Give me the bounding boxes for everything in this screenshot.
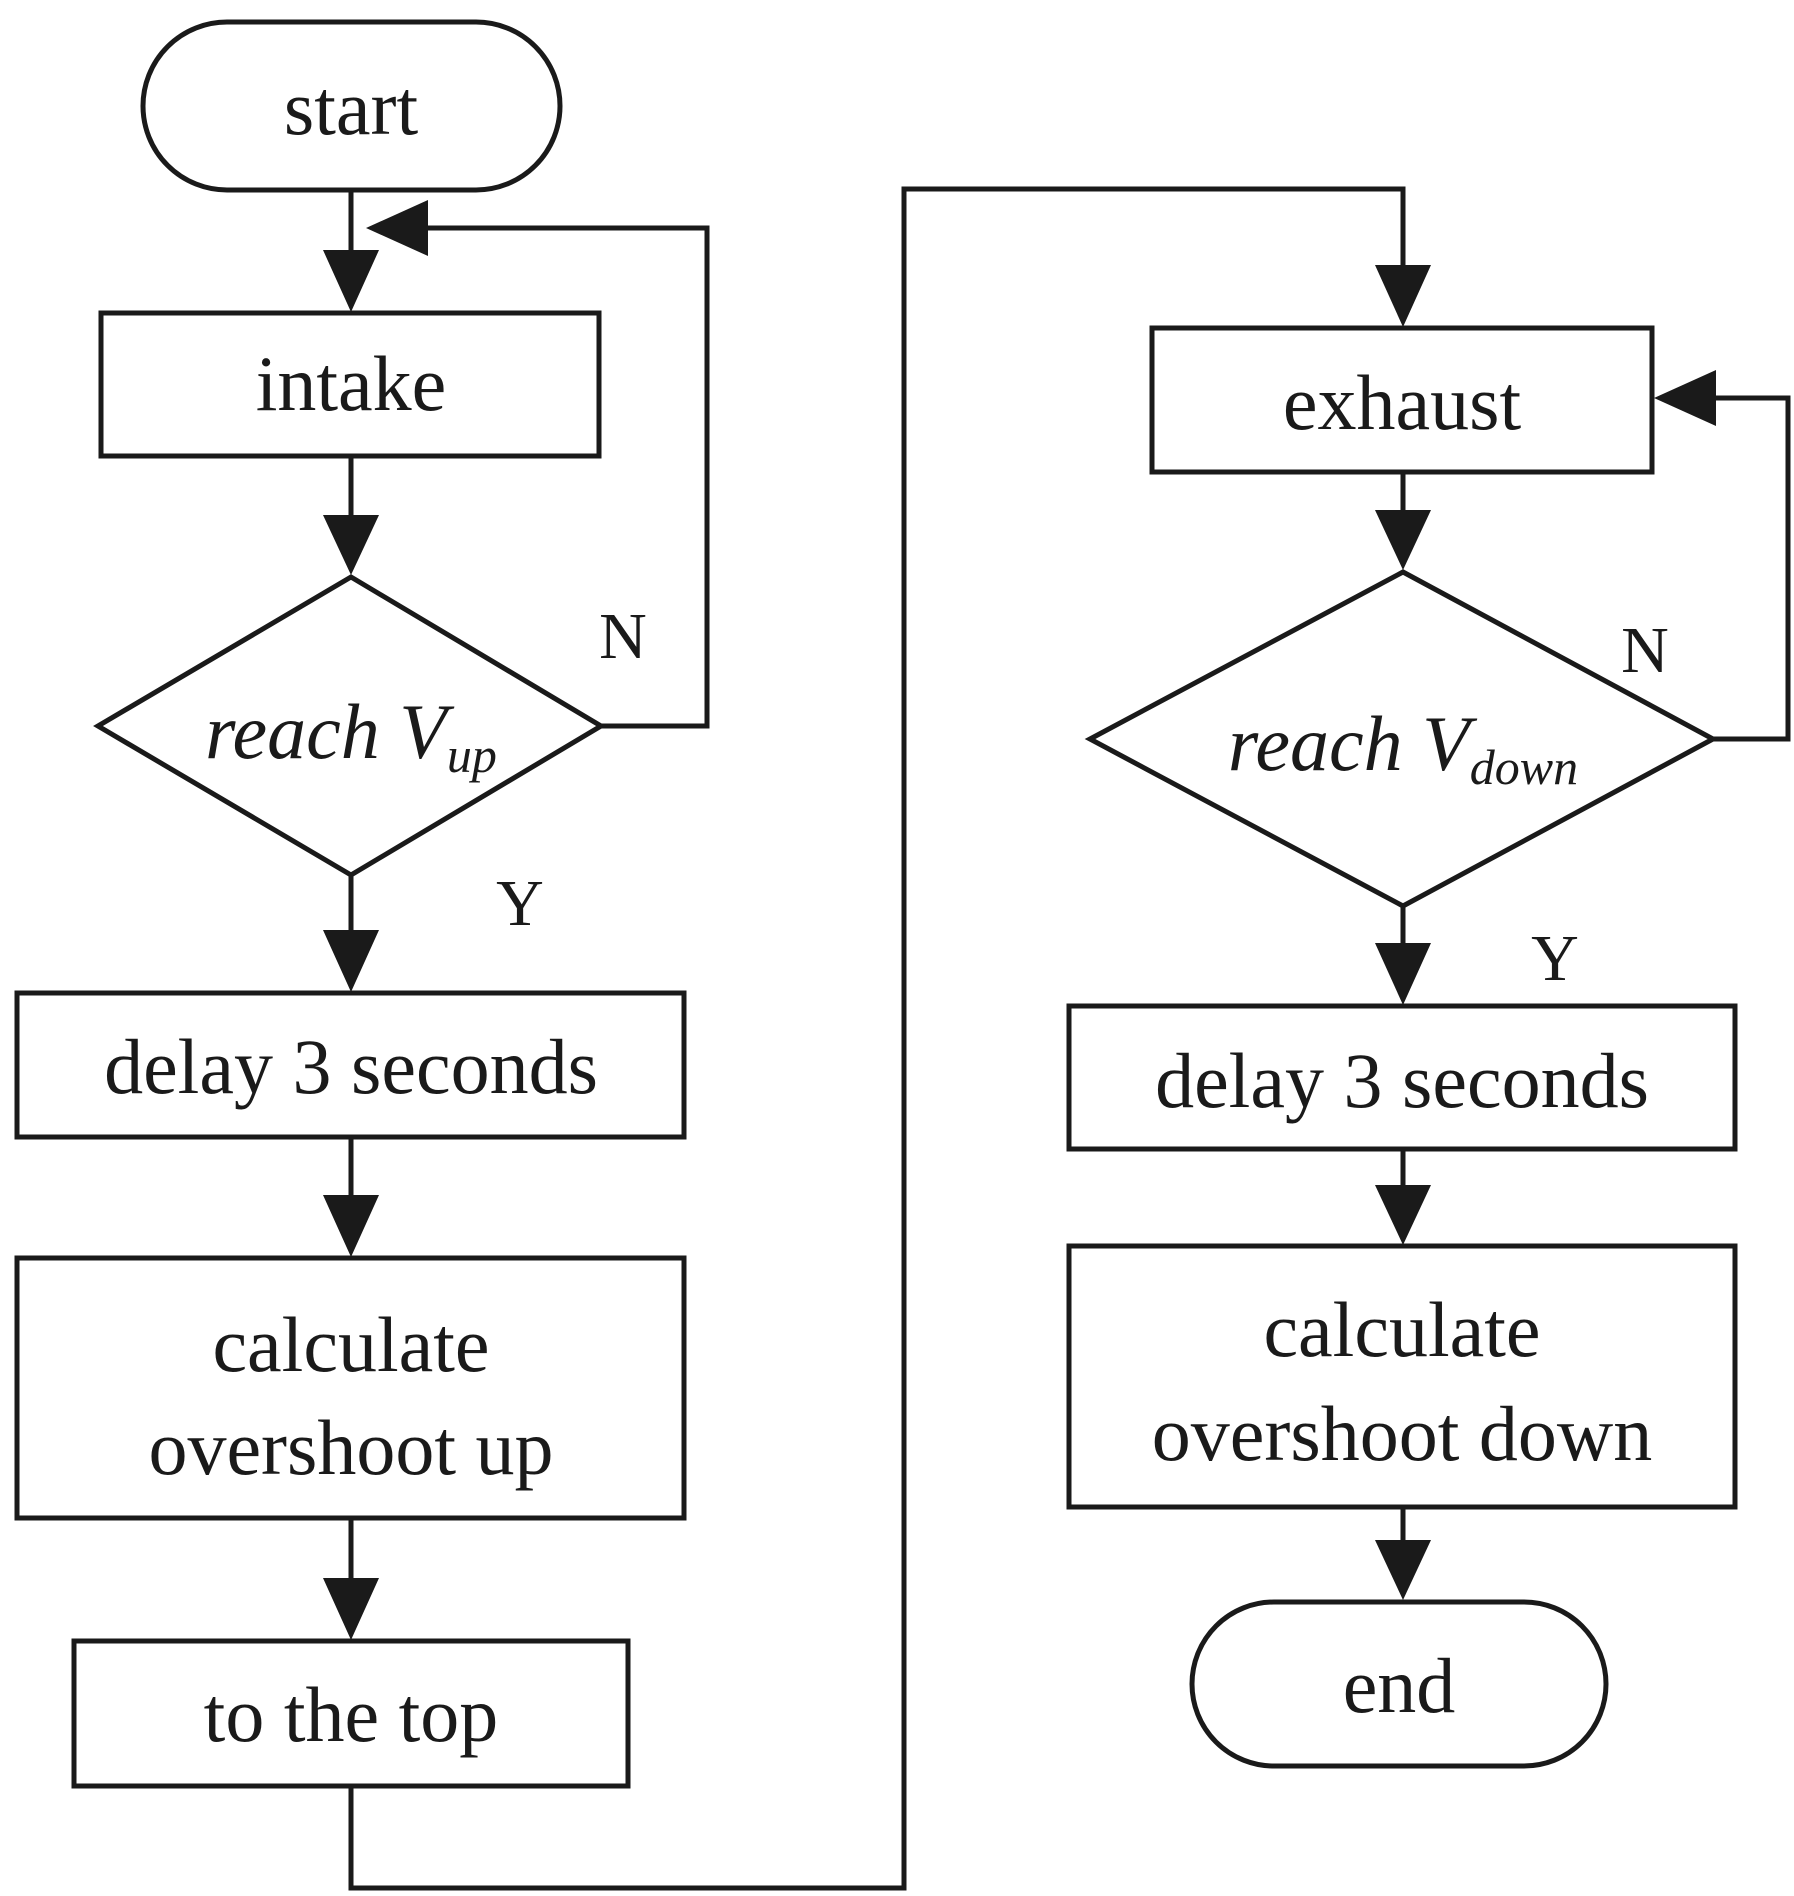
- loop-connector-no-up: [420, 225, 710, 729]
- arrowhead-decision-down: [1375, 510, 1431, 570]
- arrowhead-to-top: [323, 1578, 379, 1640]
- calc-down-label-line2: overshoot down: [1152, 1390, 1652, 1477]
- arrowhead-exhaust: [1375, 265, 1431, 327]
- to-top-label: to the top: [204, 1671, 499, 1758]
- start-label: start: [284, 64, 419, 151]
- arrowhead-calc-down: [1375, 1185, 1431, 1245]
- arrowhead-delay-right: [1375, 943, 1431, 1005]
- calc-down-label-line1: calculate: [1263, 1286, 1540, 1373]
- arrowhead-intake: [323, 250, 379, 312]
- intake-label: intake: [256, 340, 447, 427]
- exhaust-label: exhaust: [1283, 359, 1522, 446]
- calc-up-label-line1: calculate: [212, 1301, 489, 1388]
- delay-left-label: delay 3 seconds: [104, 1023, 598, 1110]
- branch-yes-up: Y: [496, 867, 544, 940]
- arrowhead-loop-up: [366, 200, 428, 256]
- branch-no-down: N: [1621, 614, 1669, 687]
- end-terminal: [1189, 1599, 1609, 1769]
- delay-left-box: [14, 990, 687, 1140]
- decision-reach-vdown-label: reach Vdown: [1228, 700, 1578, 795]
- delay-right-box: [1066, 1003, 1738, 1152]
- branch-no-up: N: [599, 600, 647, 673]
- to-top-box: [71, 1638, 631, 1789]
- intake-box: [98, 310, 602, 459]
- decision-reach-vup-label: reach Vup: [205, 688, 497, 783]
- arrowhead-calc-up: [323, 1195, 379, 1257]
- loop-connector-no-down: [1713, 395, 1791, 742]
- exhaust-box: [1149, 325, 1655, 475]
- branch-yes-down: Y: [1531, 922, 1579, 995]
- connector-to-top-exhaust: [348, 186, 1406, 1891]
- calc-down-box: [1066, 1243, 1738, 1510]
- arrowhead-end: [1375, 1540, 1431, 1600]
- arrowhead-decision-up: [323, 515, 379, 575]
- end-label: end: [1343, 1642, 1456, 1729]
- arrowhead-loop-down: [1654, 370, 1716, 426]
- calc-up-label-line2: overshoot up: [148, 1404, 553, 1491]
- delay-right-label: delay 3 seconds: [1155, 1037, 1649, 1124]
- arrowhead-delay-left: [323, 930, 379, 992]
